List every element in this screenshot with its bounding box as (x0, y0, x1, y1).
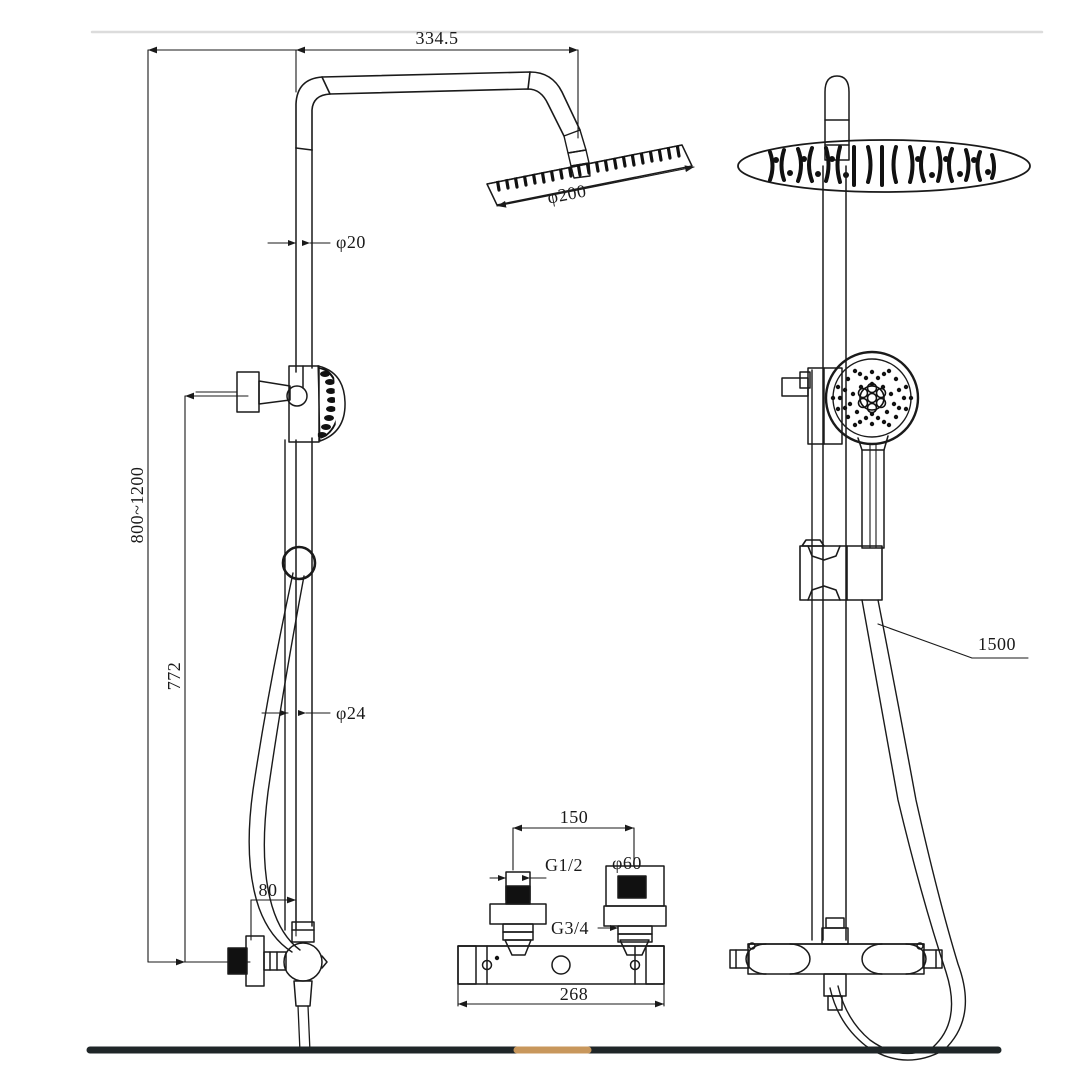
riser-top-stub-front (824, 75, 850, 161)
shower-hose-side (248, 572, 305, 953)
dim-label-escutcheon-diameter: φ60 (612, 853, 642, 873)
valve-detail-body (457, 945, 665, 985)
dim-line-rain-head-dia (496, 165, 695, 208)
thermostatic-valve-front (729, 917, 943, 1011)
riser-pipe-side (295, 147, 313, 931)
dim-label-slide-bar-diameter: φ24 (336, 703, 366, 723)
leader-hose-length (877, 623, 973, 659)
thermostatic-valve-side (227, 921, 328, 1053)
rain-head-swivel (563, 129, 591, 179)
dim-label-riser-diameter: φ20 (336, 232, 366, 252)
hand-shower-front-rim (824, 350, 920, 446)
dim-label-rain-head-diameter: φ200 (546, 181, 588, 208)
shower-hose-front (829, 599, 967, 1061)
hand-shower-front-nozzles (830, 368, 914, 428)
hand-shower-bracket-side (195, 365, 320, 443)
rain-shower-head-front (737, 139, 1031, 193)
dim-label-valve-body-width: 268 (560, 984, 589, 1004)
rain-head-nozzle-row (495, 145, 681, 192)
slide-ring-side (281, 545, 317, 581)
dim-label-valve-offset: 80 (259, 880, 278, 900)
rain-shower-arm (295, 71, 581, 151)
hand-shower-side (317, 365, 346, 442)
valve-detail-inlet-right (603, 865, 667, 956)
dim-label-inlet-thread: G1/2 (545, 855, 583, 875)
hand-shower-bracket-front (781, 367, 843, 445)
dim-label-arm-projection: 334.5 (416, 28, 459, 48)
dim-label-outlet-thread: G3/4 (551, 918, 589, 938)
valve-detail-inlet-left (489, 871, 547, 956)
dim-label-height-range: 800~1200 (127, 467, 147, 544)
dim-label-hose-length: 1500 (978, 634, 1016, 654)
hand-shower-side-nozzles (317, 367, 336, 439)
dim-label-inlet-centers: 150 (560, 807, 589, 827)
hand-shower-handle-front (857, 435, 889, 549)
dim-label-bar-length: 772 (164, 662, 184, 691)
rain-head-front-nozzles (768, 145, 996, 187)
riser-pipe-front (822, 165, 847, 941)
slide-bracket-front (799, 539, 883, 601)
